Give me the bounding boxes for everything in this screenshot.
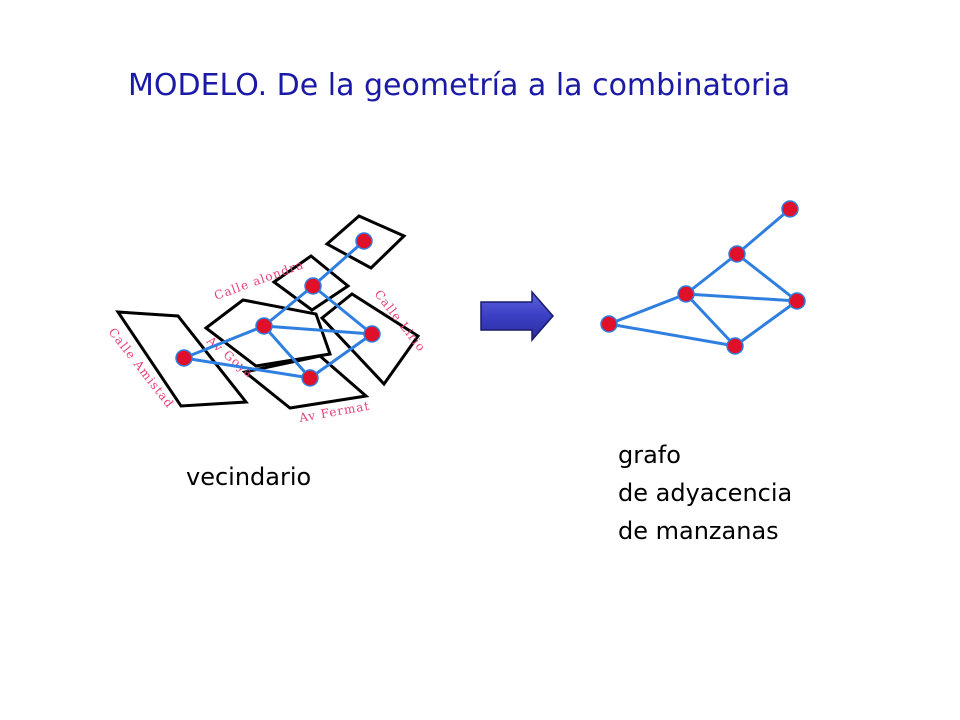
graph-node — [728, 245, 746, 263]
graph-node — [600, 315, 618, 333]
graph-caption: grafo de adyacencia de manzanas — [618, 436, 792, 550]
graph-node — [788, 292, 806, 310]
graph-node — [781, 200, 799, 218]
edge — [736, 252, 798, 303]
edge — [183, 356, 311, 380]
edge — [263, 284, 314, 328]
graph-node — [175, 349, 193, 367]
edge — [685, 292, 798, 303]
edge — [608, 322, 736, 348]
block-alondra — [271, 254, 351, 312]
neighborhood-graph-nodes — [175, 232, 381, 387]
street-label-amistad: Calle Amistad — [106, 325, 177, 411]
neighborhood-caption: vecindario — [186, 463, 312, 491]
graph-node — [355, 232, 373, 250]
graph-node — [677, 285, 695, 303]
street-label-lirio: Calle Lirio — [372, 287, 429, 354]
neighborhood-map — [115, 214, 421, 410]
street-label-fermat: Av Fermat — [297, 399, 371, 425]
right-arrow-icon — [480, 290, 554, 342]
neighborhood-graph-edges — [183, 239, 373, 380]
edge — [183, 324, 265, 360]
graph-node — [363, 325, 381, 343]
edge — [263, 324, 373, 336]
graph-node — [304, 277, 322, 295]
edge — [734, 299, 798, 348]
graph-node — [255, 317, 273, 335]
edge — [608, 292, 687, 326]
edge — [312, 284, 373, 336]
edge — [684, 292, 737, 348]
graph-caption-line: grafo — [618, 441, 681, 469]
edge — [262, 325, 312, 379]
graph-caption-line: de manzanas — [618, 517, 779, 545]
edge — [309, 332, 373, 380]
edge — [736, 207, 791, 256]
page-title: MODELO. De la geometría a la combinatori… — [128, 68, 791, 103]
edge — [312, 239, 365, 288]
block-amistad — [115, 310, 249, 408]
graph-caption-line: de adyacencia — [618, 479, 793, 507]
block-lirio — [319, 292, 421, 387]
block-top — [324, 214, 407, 270]
adjacency-graph-edges — [608, 207, 798, 348]
adjacency-graph-nodes — [600, 200, 806, 355]
block-center — [203, 298, 333, 368]
edge — [685, 252, 738, 296]
graph-node — [726, 337, 744, 355]
graph-node — [301, 369, 319, 387]
